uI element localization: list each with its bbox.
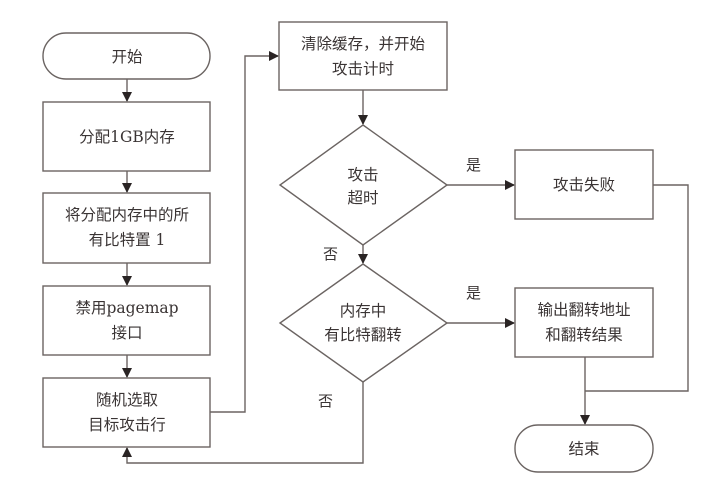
node-output-flip: 输出翻转地址 和翻转结果 — [514, 287, 654, 358]
node-disable-pagemap-line2: 接口 — [111, 324, 142, 342]
edge-label-flip-no: 否 — [318, 392, 333, 410]
node-timeout: 攻击 超时 — [278, 124, 449, 246]
node-disable-pagemap-line1: 禁用pagemap — [75, 299, 178, 317]
node-clear-cache-line2: 攻击计时 — [332, 60, 394, 78]
edge-select-clearcache — [210, 51, 279, 413]
edge-bitflip-select — [122, 382, 364, 464]
node-bit-flip-line1: 内存中 — [340, 302, 387, 320]
node-set-bits-line2: 有比特置 1 — [89, 231, 166, 249]
node-timeout-line1: 攻击 — [347, 166, 378, 184]
node-disable-pagemap: 禁用pagemap 接口 — [42, 285, 211, 356]
node-start-label: 开始 — [111, 48, 143, 66]
node-attack-fail: 攻击失败 — [514, 149, 654, 220]
node-set-bits-line1: 将分配内存中的所 — [65, 206, 189, 224]
edge-label-timeout-yes: 是 — [466, 156, 481, 174]
node-end-label: 结束 — [568, 440, 599, 458]
edge-label-flip-yes: 是 — [466, 284, 481, 302]
node-clear-cache: 清除缓存，并开始 攻击计时 — [278, 21, 448, 91]
node-bit-flip: 内存中 有比特翻转 — [278, 263, 449, 383]
node-alloc-label: 分配1GB内存 — [79, 128, 175, 146]
node-clear-cache-line1: 清除缓存，并开始 — [301, 35, 426, 53]
node-end: 结束 — [514, 424, 654, 473]
node-output-flip-line2: 和翻转结果 — [545, 326, 623, 344]
node-bit-flip-line2: 有比特翻转 — [324, 326, 402, 344]
node-set-bits: 将分配内存中的所 有比特置 1 — [42, 192, 211, 264]
node-attack-fail-label: 攻击失败 — [553, 176, 615, 194]
node-output-flip-line1: 输出翻转地址 — [537, 301, 630, 319]
node-start: 开始 — [42, 32, 211, 80]
node-select-row: 随机选取 目标攻击行 — [42, 377, 211, 448]
edge-label-timeout-no: 否 — [323, 245, 338, 263]
node-timeout-line2: 超时 — [347, 189, 378, 207]
edge-fail-end — [585, 184, 689, 392]
node-alloc: 分配1GB内存 — [42, 101, 211, 172]
edges — [122, 51, 689, 464]
node-select-row-line2: 目标攻击行 — [88, 416, 166, 434]
node-select-row-line1: 随机选取 — [96, 391, 158, 409]
